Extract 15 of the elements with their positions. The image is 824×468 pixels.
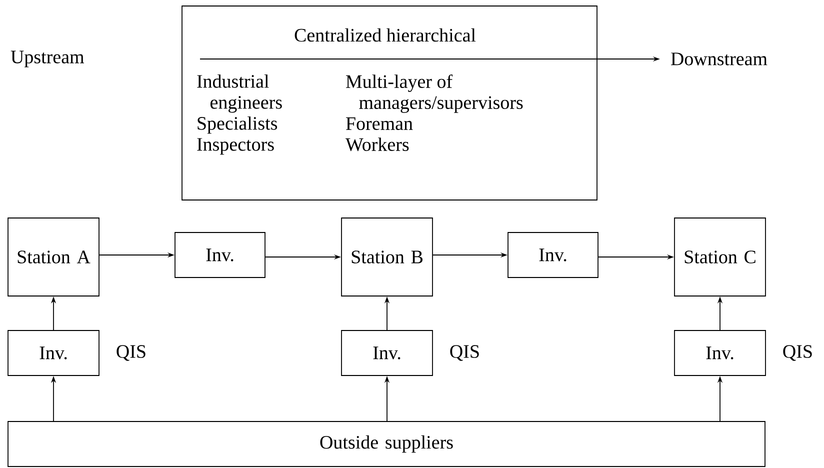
inventory-box: Inv. xyxy=(341,330,433,376)
node-label: QIS xyxy=(450,345,479,361)
station-box: Station A xyxy=(8,218,100,296)
inventory-box: Inv. xyxy=(8,330,100,376)
station-box: Station C xyxy=(674,218,766,296)
node-label: QIS xyxy=(116,345,146,361)
station-box: Station B xyxy=(341,218,433,296)
supplier-box: Outside suppliers xyxy=(8,421,766,467)
direction-label: Downstream xyxy=(671,52,768,66)
node-label: QIS xyxy=(783,345,812,361)
hierarchy-box: Centralized hierarchical Industrial engineers Specialists Inspectors Multi-layer of managers/supervisors Foreman Workers xyxy=(182,6,598,200)
direction-label: Upstream xyxy=(10,50,84,68)
inventory-box: Inv. xyxy=(674,330,766,376)
inventory-box: Inv. xyxy=(174,232,266,278)
inventory-box: Inv. xyxy=(508,232,598,278)
